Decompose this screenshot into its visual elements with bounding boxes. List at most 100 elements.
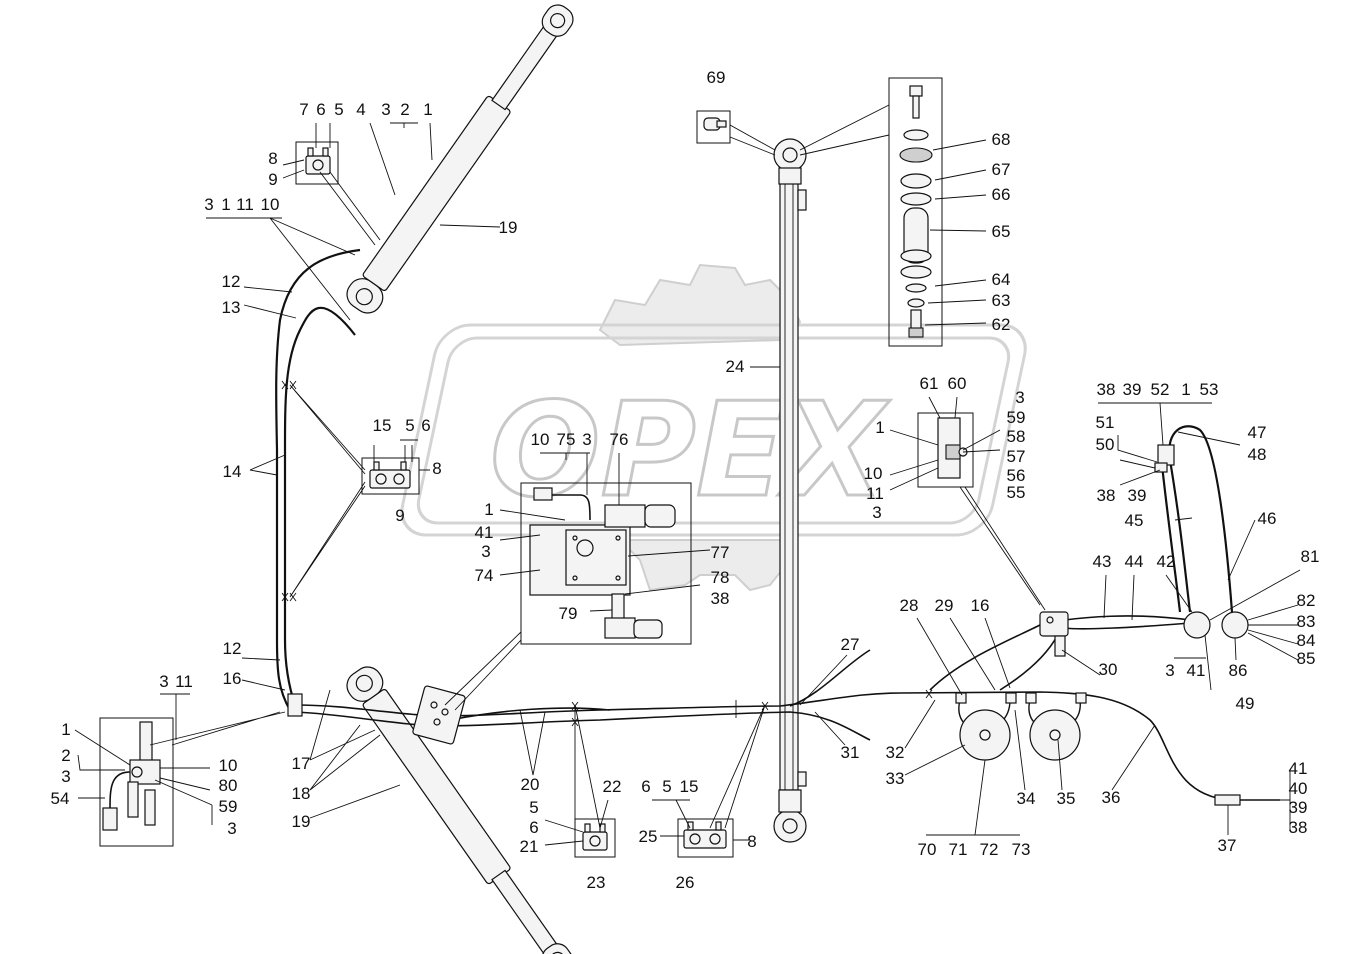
callout-label: 3 (381, 100, 390, 119)
callout-label: 5 (405, 416, 414, 435)
callout-label: 3 (1015, 388, 1024, 407)
callout-label: 26 (676, 873, 695, 892)
callout-label: 82 (1297, 591, 1316, 610)
callout-label: 5 (662, 777, 671, 796)
callout-label: 29 (935, 596, 954, 615)
callout-label: 32 (886, 743, 905, 762)
callout-label: 49 (1236, 694, 1255, 713)
callout-label: 65 (992, 222, 1011, 241)
callout-label: 61 (920, 374, 939, 393)
manifold-block (412, 685, 466, 745)
callout-label: 19 (499, 218, 518, 237)
callout-label: 10 (219, 756, 238, 775)
solenoid-valve-left (102, 721, 161, 831)
callout-label: 1 (221, 195, 230, 214)
callout-label: 5 (334, 100, 343, 119)
callout-label: 58 (1007, 427, 1026, 446)
callout-label: 56 (1007, 466, 1026, 485)
callout-label: 38 (711, 589, 730, 608)
callout-label: 33 (886, 769, 905, 788)
callout-label: 34 (1017, 789, 1036, 808)
callout-label: 22 (603, 777, 622, 796)
callout-label: 39 (1123, 380, 1142, 399)
callout-label: 9 (268, 170, 277, 189)
callout-label: 8 (747, 832, 756, 851)
detail-box-valve-right (917, 412, 974, 488)
callout-label: 67 (992, 160, 1011, 179)
callout-label: 86 (1229, 661, 1248, 680)
callout-label: 3 (159, 672, 168, 691)
callout-label: 8 (432, 459, 441, 478)
clamp-bottom (582, 823, 608, 851)
callout-label: 59 (1007, 408, 1026, 427)
callout-label: 68 (992, 130, 1011, 149)
callout-label: 71 (949, 840, 968, 859)
right-hose-loops (929, 425, 1234, 691)
callout-label: 16 (223, 669, 242, 688)
callout-label: 59 (219, 797, 238, 816)
callout-label: 11 (175, 672, 193, 691)
callout-label: 10 (261, 195, 280, 214)
bolt-stack (899, 85, 933, 338)
callout-label: 2 (400, 100, 409, 119)
callout-label: 1 (484, 500, 493, 519)
callout-label: 38 (1097, 486, 1116, 505)
callout-label: 1 (1181, 380, 1190, 399)
callout-label: 2 (61, 746, 70, 765)
callout-label: 57 (1007, 447, 1026, 466)
callout-label: 39 (1128, 486, 1147, 505)
callout-label: 70 (918, 840, 937, 859)
callout-label: 3 (1165, 661, 1174, 680)
callout-label: 31 (841, 743, 860, 762)
callout-label: 30 (1099, 660, 1118, 679)
callout-label: 6 (641, 777, 650, 796)
callout-label: 42 (1157, 552, 1176, 571)
callout-label: 1 (423, 100, 432, 119)
callout-label: 55 (1007, 483, 1026, 502)
central-cylinder (773, 138, 807, 843)
callout-label: 72 (980, 840, 999, 859)
callout-label: 53 (1200, 380, 1219, 399)
callout-label: 20 (521, 775, 540, 794)
detail-box-clamp-bottom (574, 818, 616, 858)
callout-label: 21 (520, 837, 539, 856)
callout-label: 44 (1125, 552, 1144, 571)
callout-label: 18 (292, 784, 311, 803)
callout-label: 23 (587, 873, 606, 892)
callout-label: 15 (373, 416, 392, 435)
clamp-double (683, 821, 727, 849)
callout-label: 35 (1057, 789, 1076, 808)
callout-label: 28 (900, 596, 919, 615)
right-valves (1039, 444, 1249, 657)
grease-fitting (703, 117, 727, 131)
callout-label: 19 (292, 812, 311, 831)
callout-label: 74 (475, 566, 494, 585)
callout-label: 60 (948, 374, 967, 393)
callout-label: 84 (1297, 631, 1316, 650)
callout-label: 73 (1012, 840, 1031, 859)
callout-label: 3 (227, 819, 236, 838)
callout-label: 27 (841, 635, 860, 654)
callout-label: 38 (1289, 818, 1308, 837)
watermark-text: OPEX (490, 374, 891, 526)
callout-label: 64 (992, 270, 1011, 289)
callout-label: 6 (529, 818, 538, 837)
callout-label: 62 (992, 315, 1011, 334)
callout-label: 5 (529, 798, 538, 817)
callout-label: 77 (711, 543, 730, 562)
callout-label: 3 (204, 195, 213, 214)
callout-label: 66 (992, 185, 1011, 204)
callout-label: 13 (222, 298, 241, 317)
callout-label: 76 (610, 430, 629, 449)
detail-box-clamp-top (295, 141, 339, 185)
callout-label: 1 (61, 720, 70, 739)
watermark: OPEX (400, 263, 1027, 592)
callout-label: 6 (421, 416, 430, 435)
callout-label: 51 (1096, 413, 1115, 432)
callout-label: 11 (236, 195, 254, 214)
solenoid-valve-right (937, 417, 968, 479)
upper-steering-cylinder (346, 4, 574, 314)
callout-label: 11 (866, 484, 884, 503)
detail-box-valve-block (520, 482, 692, 645)
